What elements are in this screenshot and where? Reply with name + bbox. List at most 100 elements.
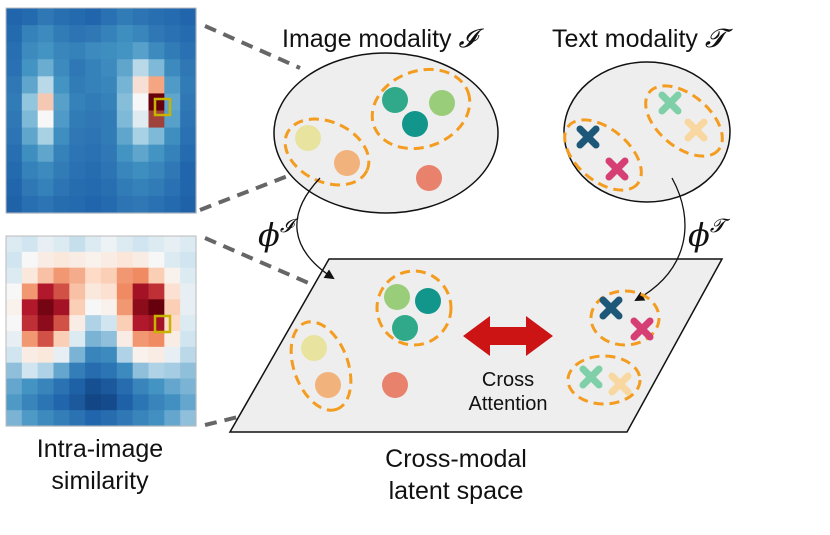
heatmap-cell (148, 283, 165, 300)
text-embedding-cross (576, 125, 600, 149)
text-modality-title: Text modality 𝓣 (552, 24, 733, 54)
heatmap-cell (21, 362, 39, 380)
cluster-outline (375, 269, 453, 347)
heatmap-cell (180, 410, 197, 427)
heatmap-cell (85, 394, 102, 411)
heatmap-cell (148, 331, 165, 348)
heatmap-cell (148, 362, 165, 380)
heatmap-cell (180, 346, 197, 364)
latent-text-cross (599, 296, 623, 320)
text-cluster-right (644, 84, 724, 158)
image-embedding-point (382, 87, 408, 113)
heatmap-cell (101, 394, 118, 411)
heatmap-cell (53, 42, 70, 60)
heatmap-cell (85, 178, 102, 197)
heatmap-cell (6, 144, 23, 163)
heatmap-cell (148, 93, 165, 112)
heatmap-cell (101, 161, 118, 180)
heatmap-cell (132, 25, 150, 43)
heatmap-cell (116, 8, 134, 26)
connector-bottom-upper (204, 236, 321, 290)
heatmap-cell (132, 394, 150, 411)
intra-image-caption-line1: Intra-image (37, 435, 163, 463)
heatmap-cell (148, 59, 165, 77)
heatmap-cell (101, 178, 118, 197)
heatmap-cell (37, 195, 55, 214)
heatmap-cell (148, 161, 165, 180)
heatmap-cell (85, 25, 102, 43)
heatmap-cell (21, 315, 39, 332)
heatmap-cell (180, 127, 197, 146)
heatmap-cell (21, 299, 39, 316)
heatmap-cell (180, 299, 197, 316)
heatmap-cell (164, 178, 181, 197)
heatmap-cell (37, 59, 55, 77)
image-embedding-point (402, 111, 428, 137)
heatmap-cell (6, 267, 23, 285)
heatmap-cell (116, 283, 134, 300)
heatmap-cell (85, 59, 102, 77)
heatmap-cell (148, 299, 165, 316)
heatmap-cell (53, 267, 70, 285)
heatmap-cell (101, 144, 118, 163)
heatmap-cell (148, 267, 165, 285)
heatmap-cell (6, 25, 23, 43)
heatmap-cell (69, 144, 86, 163)
heatmap-cell (6, 178, 23, 197)
heatmap-cell (164, 315, 181, 332)
heatmap-cell (101, 410, 118, 427)
image-projection-arrow (296, 177, 335, 280)
heatmap-cell (21, 378, 39, 395)
heatmap-cell (85, 127, 102, 146)
heatmap-cell (180, 315, 197, 332)
text-embedding-cross (684, 118, 708, 142)
text-modality-ellipse (563, 61, 731, 203)
heatmap-cell (6, 127, 23, 146)
heatmap-cell (69, 93, 86, 112)
heatmap-cell (85, 267, 102, 285)
heatmap-cell (180, 93, 197, 112)
heatmap-cell (37, 378, 55, 395)
heatmap-cell (53, 378, 70, 395)
heatmap-cell (85, 93, 102, 112)
heatmap-bottom-border (5, 235, 197, 427)
heatmap-cell (101, 59, 118, 77)
heatmap-cell (116, 315, 134, 332)
heatmap-cell (132, 93, 150, 112)
cluster-outline (370, 67, 472, 151)
heatmap-cell (85, 42, 102, 60)
heatmap-cell (85, 161, 102, 180)
heatmap-cell (180, 25, 197, 43)
heatmap-cell (21, 267, 39, 285)
heatmap-cell (85, 76, 102, 95)
heatmap-cell (6, 315, 23, 332)
heatmap-cell (85, 315, 102, 332)
heatmap-cell (164, 331, 181, 348)
heatmap-cell (164, 25, 181, 43)
heatmap-cell (132, 110, 150, 129)
heatmap-cell (21, 59, 39, 77)
image-cluster-top (370, 67, 472, 151)
heatmap-cell (148, 236, 165, 253)
heatmap-cell (164, 93, 181, 112)
heatmap-cell (69, 410, 86, 427)
heatmap-cell (132, 299, 150, 316)
heatmap-cell (132, 144, 150, 163)
latent-embedding-point (384, 284, 410, 310)
heatmap-cell (6, 283, 23, 300)
heatmap-cell (53, 8, 70, 26)
heatmap-cell (180, 283, 197, 300)
heatmap-cell (132, 127, 150, 146)
connector-top-lower (199, 170, 299, 212)
heatmap-cell (21, 346, 39, 364)
connector-top-upper (204, 24, 301, 70)
heatmap-cell (101, 267, 118, 285)
heatmap-cell (164, 8, 181, 26)
heatmap-cell (69, 378, 86, 395)
heatmap-cell (148, 378, 165, 395)
heatmap-cell (164, 76, 181, 95)
heatmap-cell (6, 251, 23, 269)
heatmap-cell (180, 178, 197, 197)
heatmap-cell (85, 110, 102, 129)
phi-text-label: ϕ𝓣 (688, 215, 731, 254)
